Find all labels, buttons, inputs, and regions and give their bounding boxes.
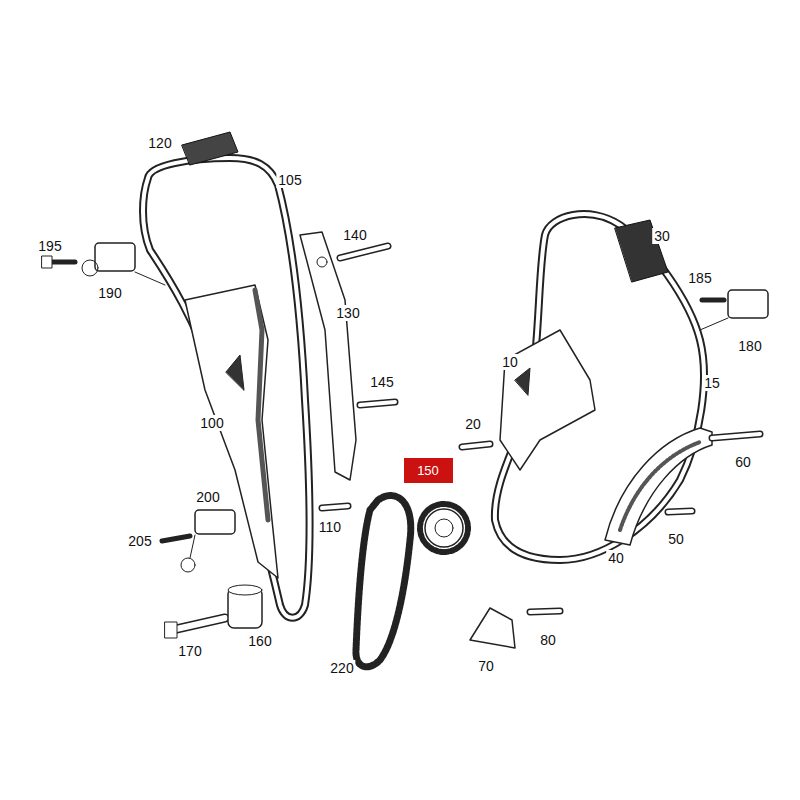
- callout-number: 170: [176, 643, 203, 659]
- callout-number: 60: [733, 454, 753, 470]
- callout-number: 140: [341, 227, 368, 243]
- callout-number: 160: [246, 633, 273, 649]
- callout-number: 15: [702, 375, 722, 391]
- callout-number: 150: [417, 463, 439, 478]
- callout-number: 70: [476, 658, 496, 674]
- callout-number: 130: [334, 305, 361, 321]
- callout-number: 105: [276, 172, 303, 188]
- callout-number: 195: [36, 238, 63, 254]
- callout-number: 190: [96, 285, 123, 301]
- callout-number: 110: [317, 519, 343, 535]
- highlighted-callout: 150: [404, 458, 453, 483]
- callout-number: 80: [538, 632, 558, 648]
- callout-number: 220: [328, 660, 355, 676]
- callout-number: 20: [463, 416, 483, 432]
- callout-number: 40: [606, 550, 626, 566]
- callout-number: 30: [652, 228, 672, 244]
- callout-number: 145: [368, 374, 395, 390]
- callout-number: 185: [686, 270, 713, 286]
- callout-number: 205: [126, 533, 153, 549]
- callout-number: 200: [194, 489, 221, 505]
- callout-number: 50: [666, 531, 686, 547]
- callout-number: 100: [198, 415, 225, 431]
- callout-number: 10: [500, 354, 520, 370]
- callout-number: 120: [146, 135, 173, 151]
- callout-number: 180: [736, 338, 763, 354]
